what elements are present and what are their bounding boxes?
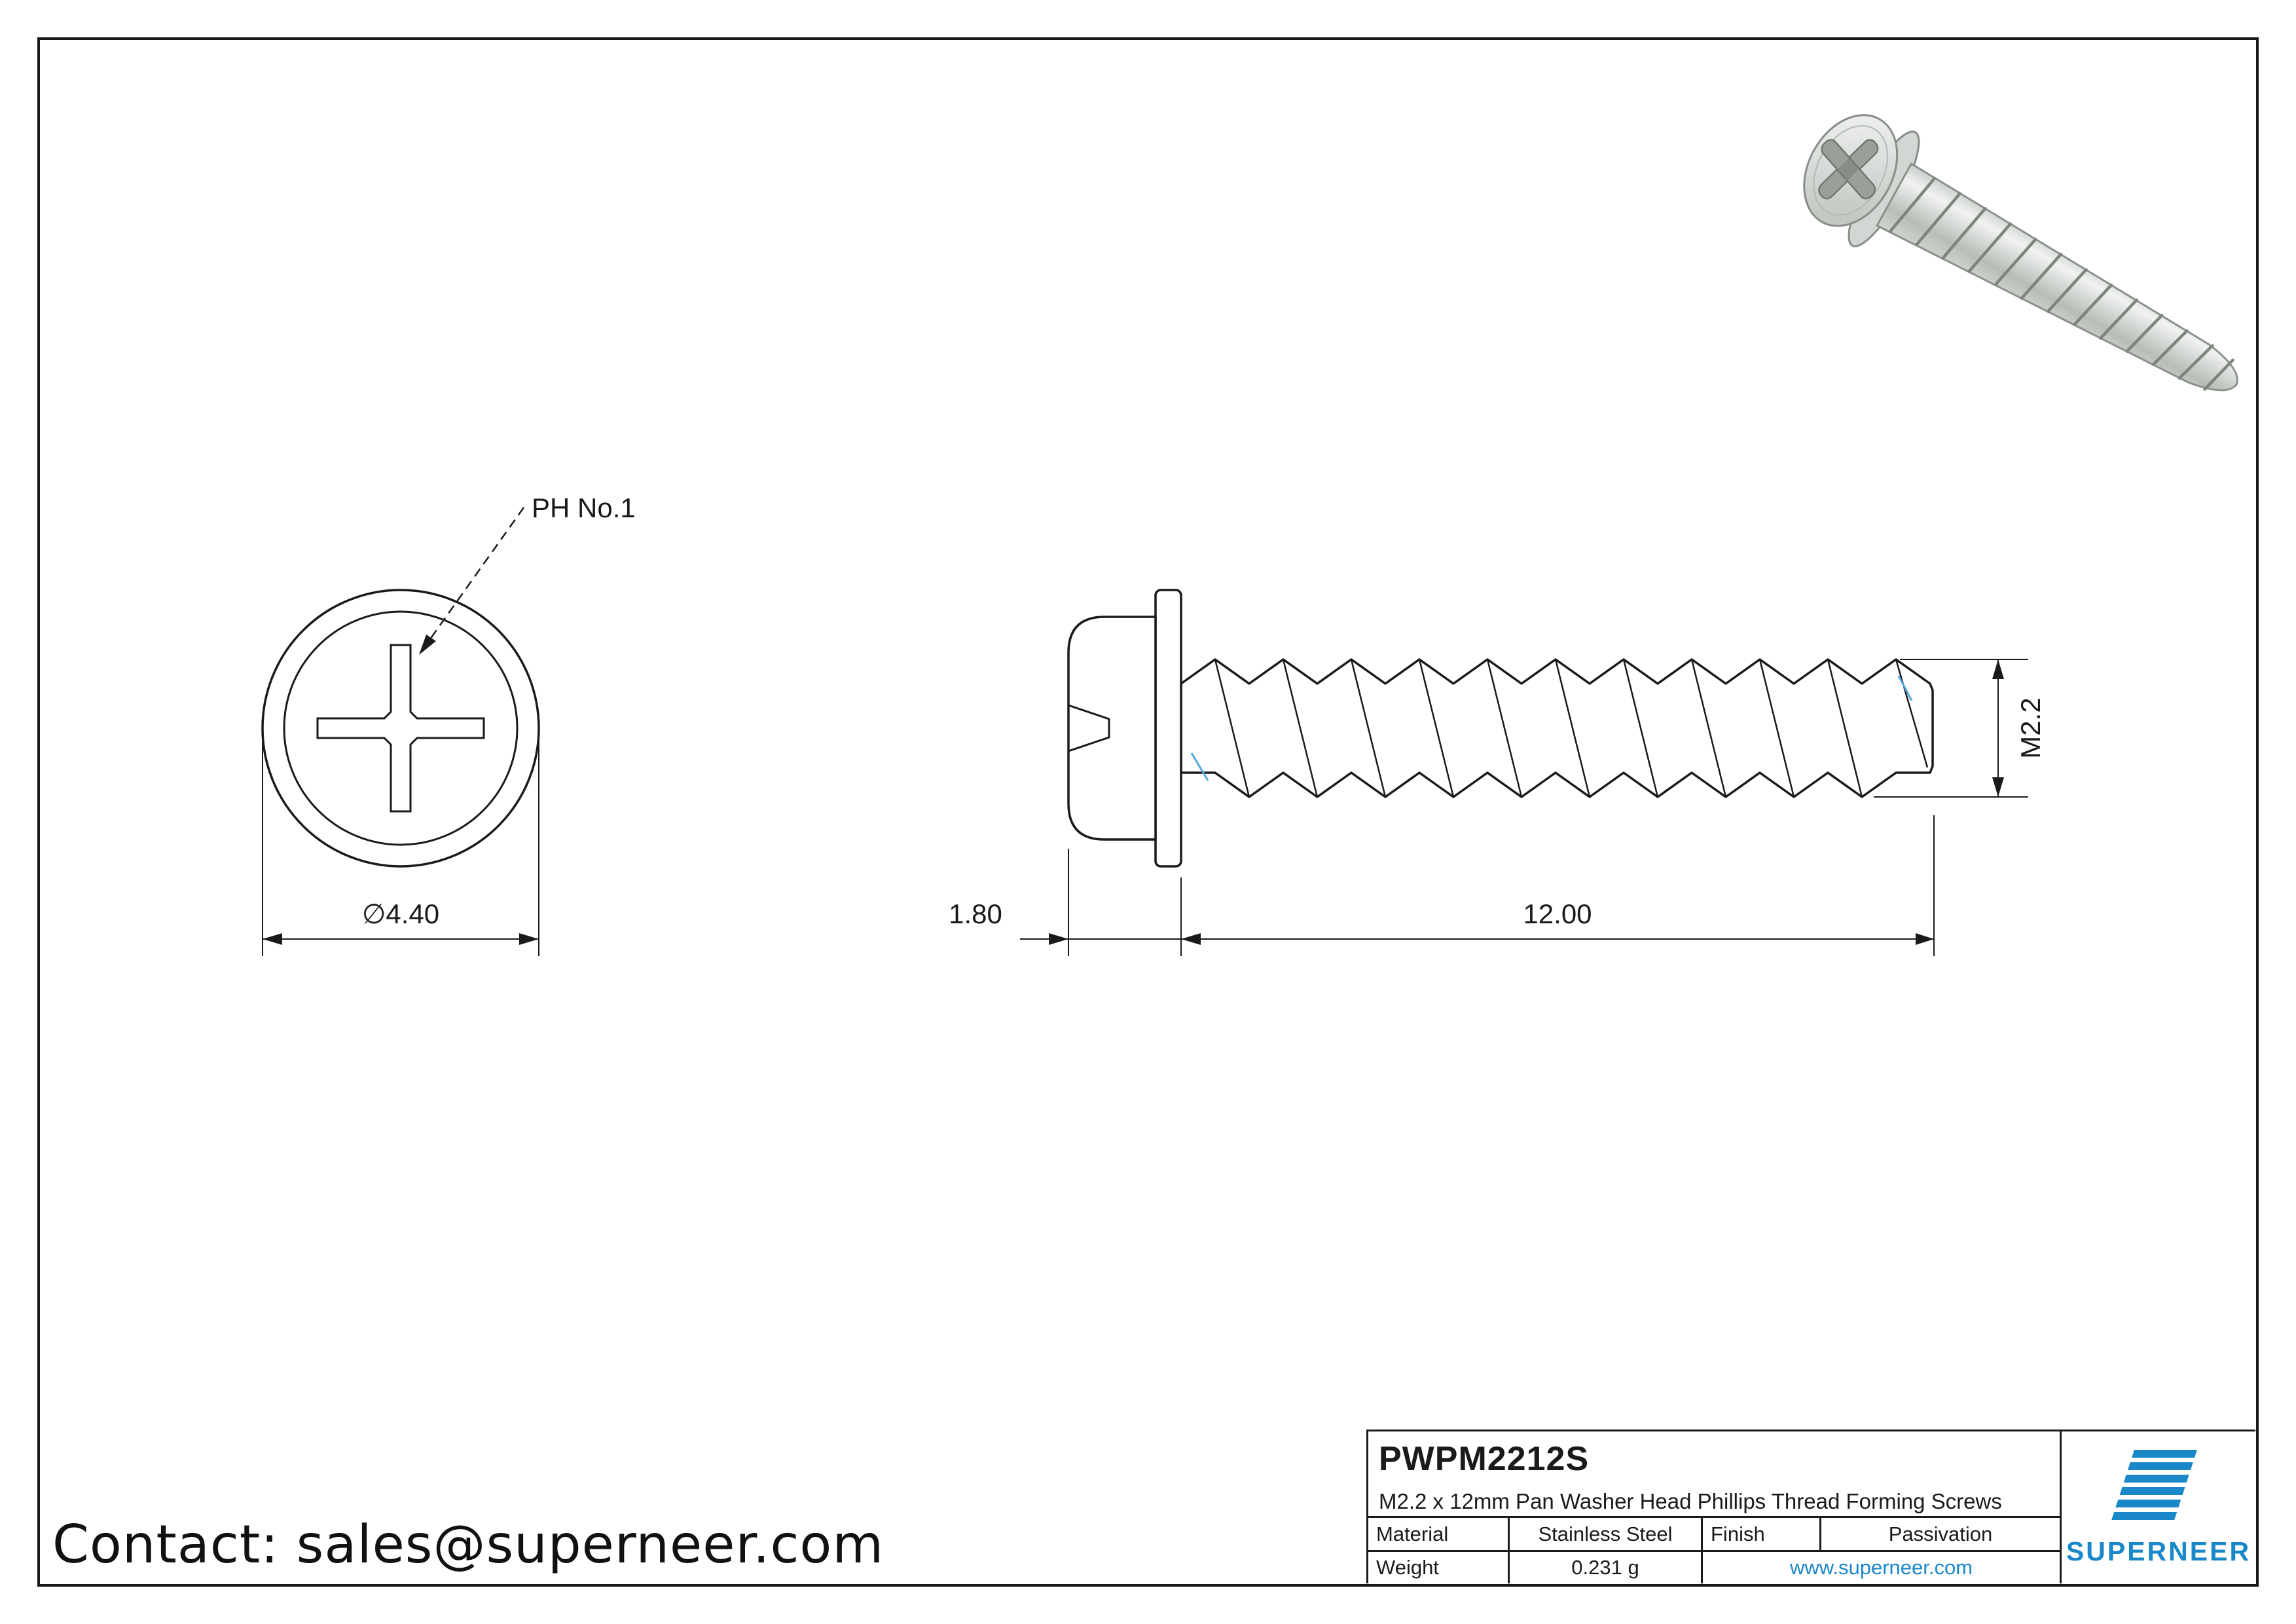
thread-dim-label: M2.2 [2015, 697, 2046, 758]
phillips-cross-outline [316, 644, 485, 813]
contact-text: Contact: sales@superneer.com [52, 1514, 884, 1575]
finish-value: Passivation [1888, 1522, 1993, 1545]
pan-head-dome [1067, 616, 1157, 841]
screw-3d-shaft [1875, 162, 2238, 392]
title-block-main: PWPM2212S M2.2 x 12mm Pan Washer Head Ph… [1368, 1431, 2060, 1584]
edge-highlight [1897, 675, 1913, 701]
leader-line [426, 507, 525, 644]
dim-arrow [519, 933, 539, 945]
part-description: M2.2 x 12mm Pan Washer Head Phillips Thr… [1379, 1489, 2002, 1513]
superneer-flag-icon [2111, 1449, 2197, 1520]
material-value: Stainless Steel [1510, 1518, 1703, 1550]
screw-3d-head-ring [1813, 125, 1888, 216]
diameter-dim-label: ∅4.40 [362, 898, 439, 929]
length-dim-label: 12.00 [1523, 898, 1592, 929]
dim-arrow [1992, 777, 2004, 797]
dim-arrow [1049, 933, 1068, 945]
material-row: Material Stainless Steel Finish Passivat… [1368, 1516, 2060, 1550]
front-view [261, 507, 540, 956]
weight-label: Weight [1368, 1551, 1510, 1584]
side-view [1020, 589, 2028, 956]
head-inner-circle [283, 610, 519, 846]
weight-value: 0.231 g [1510, 1551, 1703, 1584]
leader-arrowhead [419, 635, 436, 655]
shaft-outline [1180, 658, 1934, 798]
thread-flank-lines [1214, 659, 1929, 798]
weight-row: Weight 0.231 g www.superneer.com [1368, 1549, 2060, 1584]
edge-highlight [1190, 752, 1209, 781]
title-block: PWPM2212S M2.2 x 12mm Pan Washer Head Ph… [1366, 1430, 2255, 1584]
brand-name: SUPERNEER [2066, 1536, 2251, 1566]
dim-arrow [263, 933, 282, 945]
material-label: Material [1368, 1518, 1510, 1550]
website-link[interactable]: www.superneer.com [1789, 1555, 1973, 1579]
recess-side-profile [1068, 704, 1110, 752]
part-number: PWPM2212S [1379, 1440, 1590, 1478]
finish-label: Finish [1703, 1518, 1821, 1550]
phillips-recess-3d-icon [1818, 139, 1879, 200]
screw-3d-render [1803, 114, 2238, 392]
screw-3d-threads [1888, 176, 2234, 391]
brand-area: SUPERNEER [2060, 1431, 2255, 1583]
washer-flange [1154, 589, 1182, 868]
ph-label: PH No.1 [532, 492, 636, 523]
border-frame [37, 37, 2259, 1587]
title-block-header: PWPM2212S M2.2 x 12mm Pan Washer Head Ph… [1368, 1431, 2060, 1516]
head-height-dim-label: 1.80 [949, 898, 1002, 929]
dim-arrow [1916, 933, 1934, 945]
dim-arrow [1992, 659, 2004, 679]
